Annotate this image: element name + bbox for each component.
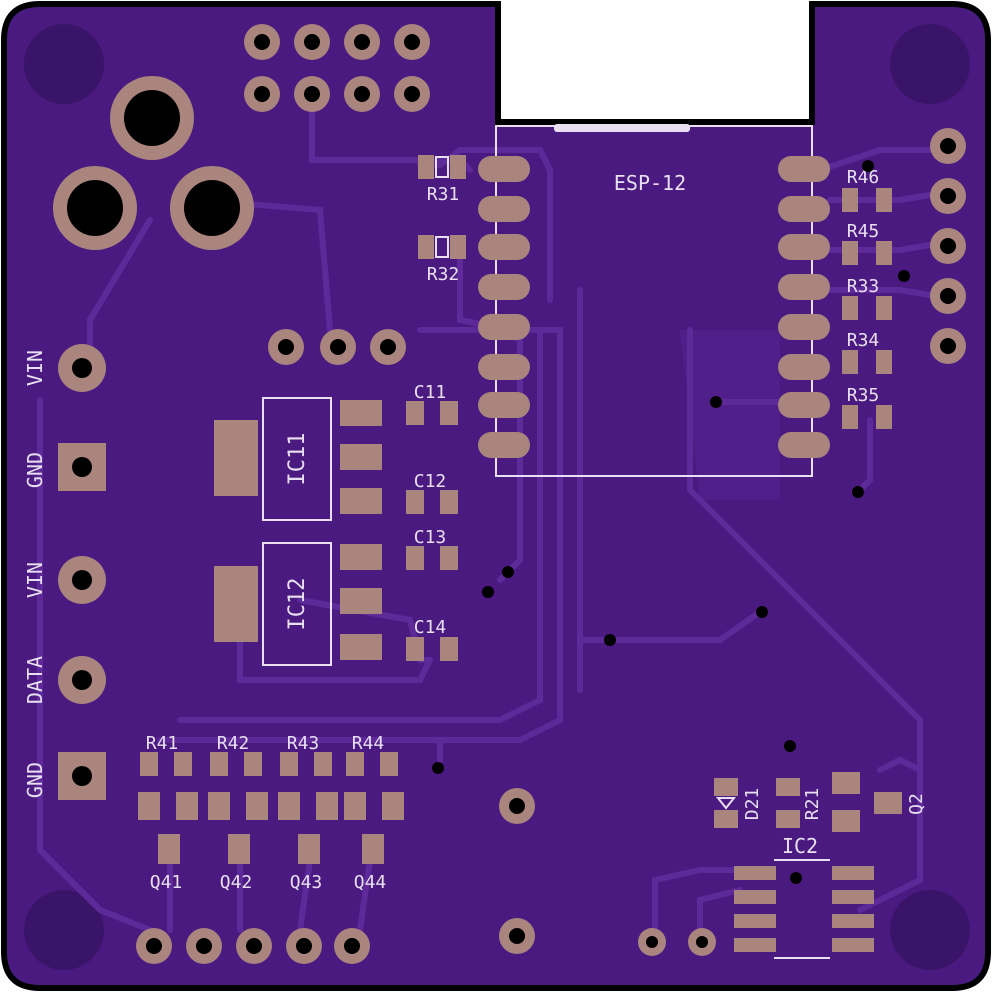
- resistor-r45: R45: [842, 221, 892, 265]
- component-label: R33: [847, 276, 880, 297]
- transistor-q42: Q42: [208, 792, 268, 893]
- component-label: C11: [414, 382, 447, 403]
- component-label: IC11: [285, 433, 310, 486]
- component-label: C14: [414, 617, 447, 638]
- esp12-module: ESP-12: [478, 124, 830, 477]
- component-label: Q43: [290, 872, 323, 893]
- component-label: IC2: [782, 834, 818, 858]
- diode-d21: D21: [714, 778, 763, 828]
- edge-label: DATA: [23, 656, 47, 704]
- vias: [432, 160, 910, 884]
- component-label: C13: [414, 527, 447, 548]
- component-label: C12: [414, 471, 447, 492]
- mounting-holes: [24, 24, 970, 970]
- edge-labels: VIN GND VIN DATA GND: [23, 350, 47, 798]
- capacitor-c14: C14: [406, 617, 458, 661]
- resistor-r46: R46: [842, 167, 892, 212]
- driver-ic2: IC2: [734, 834, 874, 959]
- component-label: R45: [847, 221, 880, 242]
- component-label: R42: [217, 733, 250, 754]
- transistor-q44: Q44: [344, 792, 404, 893]
- resistor-r34: R34: [842, 330, 892, 374]
- resistor-r41: R41: [140, 733, 192, 776]
- right-header-pins: [930, 128, 966, 364]
- component-label: R43: [287, 733, 320, 754]
- transistor-q41: Q41: [138, 792, 198, 893]
- resistor-r32: R32: [418, 235, 466, 285]
- component-label: Q41: [150, 872, 183, 893]
- component-label: R31: [427, 184, 460, 205]
- capacitor-c11: C11: [406, 382, 458, 425]
- component-label: R46: [847, 167, 880, 188]
- component-label: Q42: [220, 872, 253, 893]
- component-label: D21: [742, 788, 763, 821]
- switch-pads: [499, 788, 716, 956]
- component-label: Q44: [354, 872, 387, 893]
- component-label: R44: [352, 733, 385, 754]
- regulator-pins: [268, 329, 406, 365]
- module-label: ESP-12: [614, 171, 686, 195]
- resistor-r44: R44: [346, 733, 398, 776]
- output-pins: [136, 928, 370, 964]
- edge-terminals: [58, 344, 106, 800]
- transistor-q2: Q2: [832, 772, 927, 832]
- edge-label: GND: [23, 452, 47, 488]
- component-label: R41: [146, 733, 179, 754]
- component-label: Q2: [906, 793, 927, 815]
- ground-pour: [680, 330, 780, 500]
- resistor-r35: R35: [842, 385, 892, 429]
- component-label: R21: [802, 788, 823, 821]
- component-label: R32: [427, 264, 460, 285]
- header-pins: [244, 24, 430, 112]
- component-label: IC12: [285, 578, 310, 631]
- barrel-jack: [53, 76, 254, 250]
- resistor-r31: R31: [418, 155, 466, 205]
- regulator-ic11: IC11: [214, 397, 382, 521]
- component-label: R35: [847, 385, 880, 406]
- component-label: R34: [847, 330, 880, 351]
- edge-label: VIN: [23, 562, 47, 598]
- edge-label: VIN: [23, 350, 47, 386]
- resistor-r43: R43: [280, 733, 332, 776]
- resistor-r42: R42: [210, 733, 262, 776]
- resistor-r33: R33: [842, 276, 892, 320]
- capacitor-c13: C13: [406, 527, 458, 570]
- resistor-r21: R21: [776, 778, 823, 828]
- edge-label: GND: [23, 762, 47, 798]
- regulator-ic12: IC12: [214, 542, 382, 666]
- transistor-q43: Q43: [278, 792, 338, 893]
- capacitor-c12: C12: [406, 471, 458, 514]
